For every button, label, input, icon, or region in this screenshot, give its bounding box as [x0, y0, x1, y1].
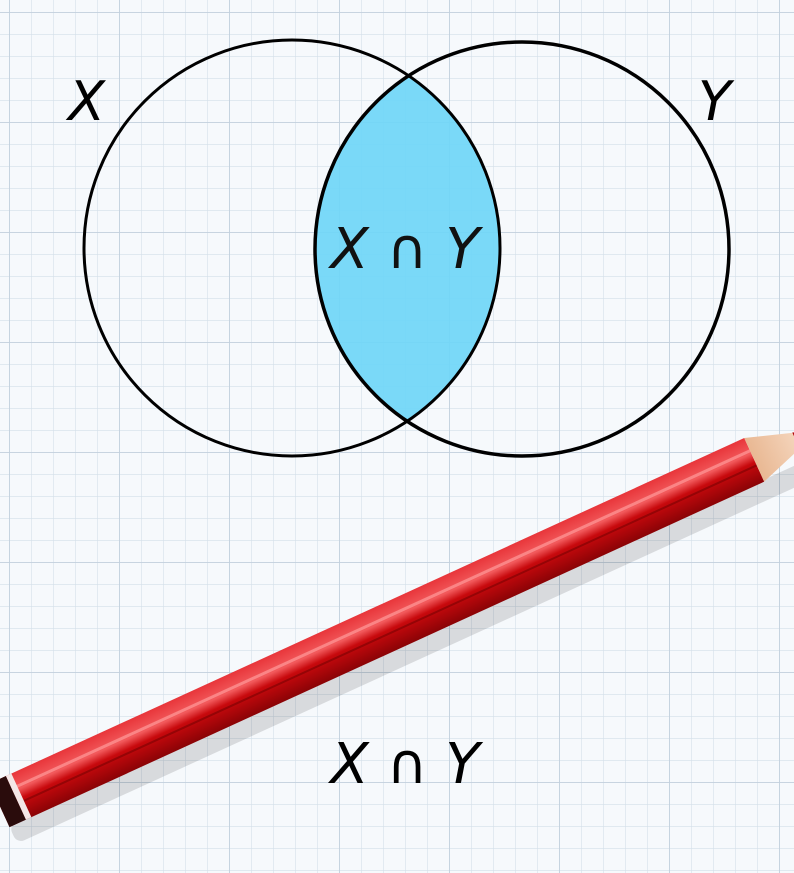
red-pencil-icon [0, 430, 794, 841]
intersection-region [315, 42, 500, 456]
intersection-label: X ∩ Y [327, 217, 483, 282]
set-x-label: X [65, 70, 106, 133]
set-y-circle [313, 40, 731, 458]
intersection-caption: X ∩ Y [327, 732, 483, 797]
set-x-circle [82, 38, 502, 458]
set-y-label: Y [698, 70, 735, 133]
